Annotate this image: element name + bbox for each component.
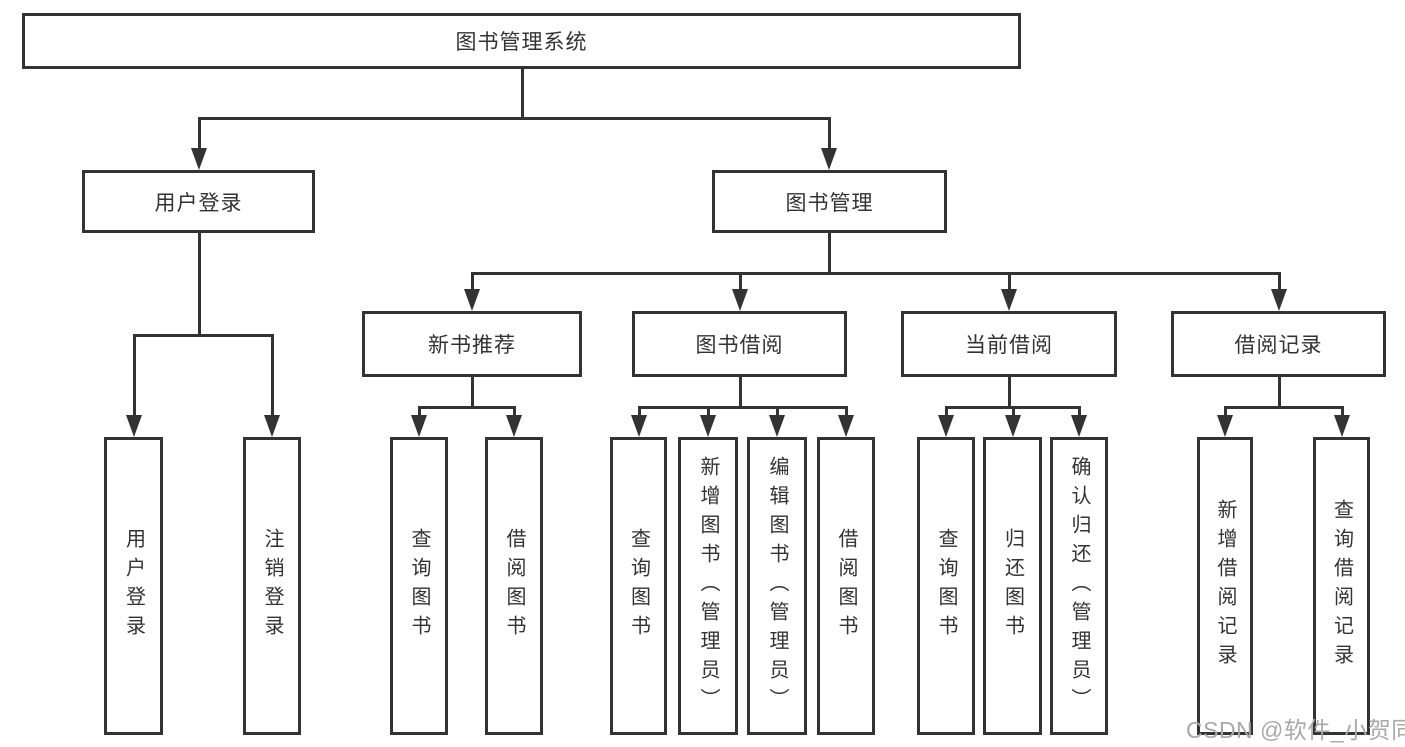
leaf-confirm-return-admin: 确认归还（管理员） <box>1050 437 1108 735</box>
edge-line <box>827 233 831 273</box>
arrowhead-down-icon <box>732 289 748 311</box>
leaf-user-login: 用户登录 <box>104 437 163 735</box>
arrowhead-down-icon <box>1001 289 1017 311</box>
arrowhead-down-icon <box>411 415 427 437</box>
arrowhead-down-icon <box>938 415 954 437</box>
edge-line <box>417 407 421 416</box>
node-user-login: 用户登录 <box>82 170 315 233</box>
edge-line <box>944 407 948 416</box>
arrowhead-down-icon <box>821 148 837 170</box>
edge-line <box>738 273 742 292</box>
node-label: 新书推荐 <box>428 334 516 357</box>
node-library-management-system: 图书管理系统 <box>22 13 1021 69</box>
leaf-label: 借阅图书 <box>503 528 525 644</box>
arrowhead-down-icon <box>1271 289 1287 311</box>
leaf-label: 注销登录 <box>261 528 283 644</box>
leaf-borrow-books-recommend: 借阅图书 <box>485 437 543 735</box>
arrowhead-down-icon <box>126 415 142 437</box>
arrowhead-down-icon <box>1217 415 1233 437</box>
leaf-label: 编辑图书（管理员） <box>766 455 788 717</box>
arrowhead-down-icon <box>700 415 716 437</box>
leaf-query-books-recommend: 查询图书 <box>390 437 448 735</box>
arrowhead-down-icon <box>1005 415 1021 437</box>
edge-line <box>520 69 524 118</box>
edge-line <box>1277 273 1281 292</box>
leaf-label: 新增图书（管理员） <box>697 455 719 717</box>
edge-line <box>1007 273 1011 292</box>
node-label: 图书管理系统 <box>455 31 588 54</box>
edge-line <box>637 405 848 409</box>
arrowhead-down-icon <box>464 289 480 311</box>
edge-line <box>470 271 1281 275</box>
edge-line <box>827 118 831 153</box>
csdn-watermark: CSDN @软件_小贺同学 <box>1186 717 1405 743</box>
edge-line <box>197 233 201 335</box>
edge-line <box>1007 377 1011 407</box>
edge-line <box>637 407 641 416</box>
node-book-management: 图书管理 <box>712 170 947 233</box>
edge-line <box>417 405 516 409</box>
leaf-label: 查询图书 <box>627 528 650 644</box>
edge-line <box>1223 405 1344 409</box>
edge-line <box>470 377 474 407</box>
node-label: 图书管理 <box>785 191 874 215</box>
node-label: 借阅记录 <box>1234 334 1323 357</box>
edge-line <box>1277 377 1281 407</box>
edge-line <box>470 273 474 292</box>
leaf-query-books-current: 查询图书 <box>917 437 975 735</box>
arrowhead-down-icon <box>191 148 207 170</box>
edge-line <box>1223 407 1227 416</box>
node-current-borrowing: 当前借阅 <box>901 311 1117 377</box>
leaf-label: 确认归还（管理员） <box>1068 455 1090 717</box>
node-book-borrowing: 图书借阅 <box>632 311 847 377</box>
leaf-label: 用户登录 <box>122 528 145 644</box>
leaf-label: 借阅图书 <box>835 528 857 644</box>
edge-line <box>197 118 201 153</box>
leaf-edit-books-admin: 编辑图书（管理员） <box>747 437 807 735</box>
leaf-return-books: 归还图书 <box>983 437 1042 735</box>
node-label: 图书借阅 <box>695 334 784 357</box>
node-label: 当前借阅 <box>965 334 1053 357</box>
edge-line <box>706 407 710 416</box>
node-label: 用户登录 <box>154 191 243 215</box>
edge-line <box>270 335 274 416</box>
leaf-label: 查询图书 <box>935 528 957 644</box>
edge-line <box>197 116 831 120</box>
leaf-label: 查询借阅记录 <box>1330 499 1353 673</box>
edge-line <box>132 335 136 416</box>
edge-line <box>775 407 779 416</box>
node-new-book-recommendation: 新书推荐 <box>362 311 582 377</box>
leaf-query-borrow-record: 查询借阅记录 <box>1313 437 1370 735</box>
leaf-logout: 注销登录 <box>243 437 301 735</box>
arrowhead-down-icon <box>1334 415 1350 437</box>
node-borrowing-records: 借阅记录 <box>1171 311 1386 377</box>
leaf-label: 查询图书 <box>408 528 430 644</box>
edge-line <box>1011 407 1015 416</box>
arrowhead-down-icon <box>769 415 785 437</box>
leaf-label: 新增借阅记录 <box>1214 499 1236 673</box>
arrowhead-down-icon <box>631 415 647 437</box>
edge-line <box>1077 407 1081 416</box>
arrowhead-down-icon <box>506 415 522 437</box>
edge-line <box>132 333 274 337</box>
leaf-label: 归还图书 <box>1001 528 1024 644</box>
leaf-add-books-admin: 新增图书（管理员） <box>678 437 738 735</box>
edge-line <box>738 377 742 407</box>
arrowhead-down-icon <box>838 415 854 437</box>
leaf-add-borrow-record: 新增借阅记录 <box>1197 437 1253 735</box>
edge-line <box>1340 407 1344 416</box>
edge-line <box>512 407 516 416</box>
leaf-query-books-borrow: 查询图书 <box>610 437 667 735</box>
arrowhead-down-icon <box>1071 415 1087 437</box>
edge-line <box>844 407 848 416</box>
leaf-borrow-books: 借阅图书 <box>817 437 875 735</box>
arrowhead-down-icon <box>264 415 280 437</box>
